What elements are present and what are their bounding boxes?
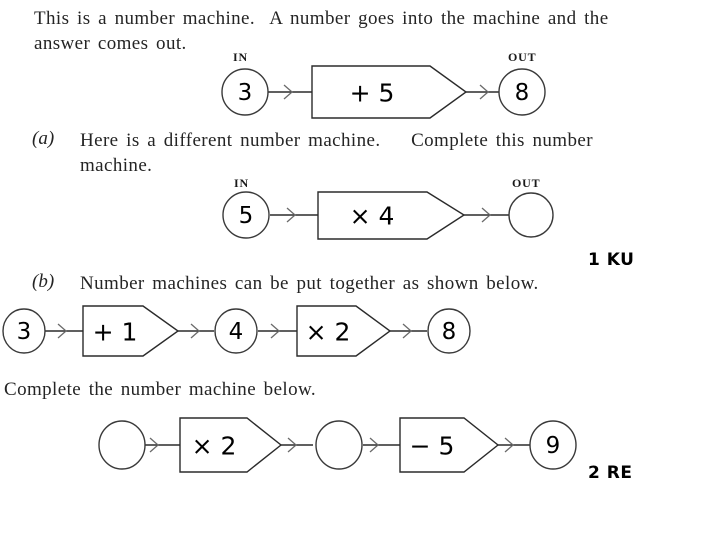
re-marks: 2 RE xyxy=(588,463,633,483)
node-c-blank-1 xyxy=(98,420,146,470)
machine-shape-c-1 xyxy=(179,417,283,473)
node-c-blank-2 xyxy=(315,420,363,470)
part-a-in-label: IN xyxy=(234,176,249,190)
machine-value-1: + 5 xyxy=(350,79,395,108)
part-a-out-label: OUT xyxy=(512,176,541,190)
arrow-chevron-b-3 xyxy=(270,323,280,339)
part-b-paragraph: Number machines can be put together as s… xyxy=(80,273,539,294)
closing-paragraph: Complete the number machine below. xyxy=(4,379,317,400)
machine-value-b-1: + 1 xyxy=(93,318,138,347)
in-node-2 xyxy=(222,191,270,239)
node-b-8 xyxy=(427,308,471,354)
part-a-paragraph: Here is a different number machine. Comp… xyxy=(80,130,593,176)
machine-shape-1 xyxy=(311,65,468,119)
arrow-chevron-in-2 xyxy=(286,207,296,223)
node-b-3-value: 3 xyxy=(17,319,32,345)
arrow-chevron-out-2 xyxy=(481,207,491,223)
machine-value-2: × 4 xyxy=(350,202,395,231)
node-b-4 xyxy=(214,308,258,354)
node-c-9-value: 9 xyxy=(546,433,561,459)
arrow-chevron-c-4 xyxy=(504,437,514,453)
node-b-3 xyxy=(2,308,46,354)
in-node-value-1: 3 xyxy=(238,80,253,106)
out-node-value-1: 8 xyxy=(515,80,530,106)
node-b-8-value: 8 xyxy=(442,319,457,345)
arrow-chevron-out-1 xyxy=(479,84,489,100)
machine-shape-b-2 xyxy=(296,305,392,357)
arrow-chevron-c-3 xyxy=(369,437,379,453)
arrow-chevron-c-1 xyxy=(149,437,159,453)
arrow-chevron-b-2 xyxy=(190,323,200,339)
machine-value-c-2: − 5 xyxy=(410,432,455,461)
ku-marks: 1 KU xyxy=(588,250,635,270)
out-node-1 xyxy=(498,68,546,116)
arrow-chevron-b-4 xyxy=(402,323,412,339)
machine-shape-c-2 xyxy=(399,417,500,473)
example-in-label: IN xyxy=(233,50,248,64)
arrow-chevron-in-1 xyxy=(283,84,293,100)
part-b-label: (b) xyxy=(32,271,55,292)
out-node-2-blank xyxy=(508,192,554,238)
machine-value-c-1: × 2 xyxy=(192,432,237,461)
intro-paragraph: This is a number machine. A number goes … xyxy=(34,8,609,54)
part-a-label: (a) xyxy=(32,128,55,149)
machine-shape-2 xyxy=(317,191,466,240)
in-node-1 xyxy=(221,68,269,116)
machine-shape-b-1 xyxy=(82,305,180,357)
node-b-4-value: 4 xyxy=(229,319,244,345)
arrow-chevron-b-1 xyxy=(57,323,67,339)
in-node-value-2: 5 xyxy=(239,203,254,229)
example-out-label: OUT xyxy=(508,50,537,64)
node-c-9 xyxy=(529,420,577,470)
arrow-chevron-c-2 xyxy=(287,437,297,453)
machine-value-b-2: × 2 xyxy=(306,318,351,347)
